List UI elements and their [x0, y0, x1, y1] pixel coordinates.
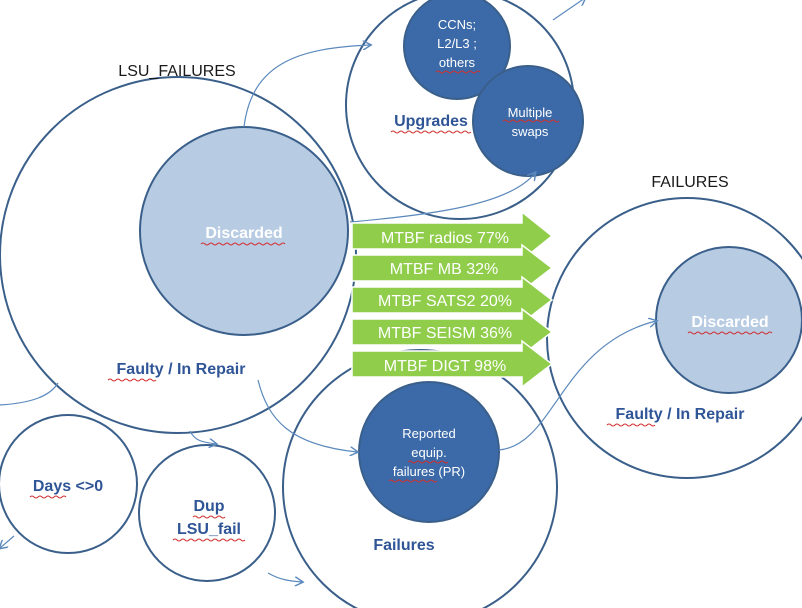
dup-label-line1: Dup: [193, 498, 224, 515]
ccns-label-line1: CCNs;: [438, 17, 476, 32]
connector-dup-offpage: [267, 572, 302, 582]
mtbf-arrow-label: MTBF SEISM 36%: [378, 325, 512, 342]
mtbf-arrow-label: MTBF radios 77%: [381, 230, 509, 247]
lsu-faulty-label: Faulty / In Repair: [117, 361, 246, 378]
ccns-circle: [403, 0, 511, 100]
lsu-discarded-label: Discarded: [205, 225, 282, 242]
mtbf-arrow-radios: MTBF radios 77%: [351, 210, 554, 262]
spell-underline: [407, 460, 449, 464]
lsu-failures-title: LSU_FAILURES: [118, 63, 235, 80]
connector-faulty-to-reported: [257, 379, 357, 452]
connector-discarded-to-multiple: [349, 173, 535, 223]
mtbf-arrow-label: MTBF MB 32%: [390, 261, 498, 278]
dup-circle: [138, 444, 276, 582]
spell-underline: [29, 495, 67, 499]
spell-underline: [200, 242, 286, 246]
ccns-label-line3: others: [439, 55, 476, 70]
mtbf-arrow-seism: MTBF SEISM 36%: [351, 307, 554, 357]
spell-underline: [687, 331, 773, 335]
spell-underline: [388, 479, 438, 483]
reported-label-line2: equip.: [411, 445, 446, 460]
spell-underline: [390, 130, 472, 134]
connector-lsu-to-days: [0, 382, 59, 406]
reported-label-line1: Reported: [402, 426, 455, 441]
spell-underline: [172, 538, 246, 542]
connector-discarded-to-upgrades: [243, 45, 370, 128]
connector-days-offpage: [0, 535, 15, 548]
mtbf-arrows: MTBF radios 77% MTBF MB 32% MTBF SATS2 2…: [351, 210, 554, 389]
failures-faulty-label: Faulty / In Repair: [616, 406, 745, 423]
spell-underline: [192, 515, 226, 519]
spell-underline: [435, 70, 481, 74]
ccns-label-line2: L2/L3 ;: [437, 36, 477, 51]
connector-reported-to-discarded: [498, 321, 656, 451]
spell-underline: [606, 423, 656, 427]
mtbf-arrow-digt: MTBF DIGT 98%: [351, 339, 554, 389]
multiple-label-line2: swaps: [512, 124, 549, 139]
reported-label-line3: failures (PR): [393, 464, 465, 479]
failures-circle-label: Failures: [373, 537, 434, 554]
days-circle: [0, 414, 138, 554]
mtbf-arrow-label: MTBF SATS2 20%: [378, 293, 512, 310]
multiple-label-line1: Multiple: [508, 105, 553, 120]
spell-underline: [502, 119, 560, 123]
connector-lsu-to-dup: [189, 430, 216, 444]
failures-discarded-label: Discarded: [691, 314, 768, 331]
dup-label-line2: LSU_fail: [177, 521, 241, 538]
spell-underline: [107, 378, 157, 382]
mtbf-arrow-label: MTBF DIGT 98%: [384, 358, 506, 375]
days-label: Days <>0: [33, 478, 103, 495]
multiple-swaps-circle: [472, 65, 584, 177]
connector-upgrades-offpage: [552, 0, 585, 21]
mtbf-arrow-sats2: MTBF SATS2 20%: [351, 275, 554, 325]
upgrades-label: Upgrades: [394, 113, 468, 130]
failures-title: FAILURES: [651, 174, 728, 191]
mtbf-arrow-mb: MTBF MB 32%: [351, 243, 554, 293]
